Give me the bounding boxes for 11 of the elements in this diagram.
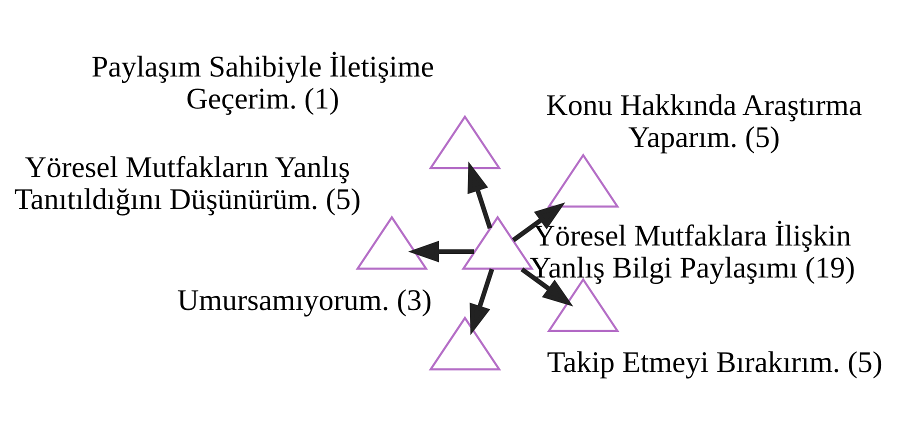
node-label: Paylaşım Sahibiyle İletişime Geçerim. (1) — [91, 50, 434, 116]
arrow — [408, 240, 474, 262]
node-label: Konu Hakkında Araştırma Yaparım. (5) — [546, 88, 862, 154]
arrow — [470, 268, 494, 336]
node-label: Yöresel Mutfaklara İlişkin Yanlış Bilgi Paylaşımı (19) — [530, 220, 856, 285]
arrow — [520, 267, 574, 307]
arrow — [512, 202, 566, 242]
node-label: Umursamıyorum. (3) — [177, 284, 432, 317]
node-label: Yöresel Mutfakların Yanlış Tanıtıldığını Düşünürüm. (5) — [14, 151, 361, 216]
arrow — [468, 161, 492, 229]
node-label: Takip Etmeyi Bırakırım. (5) — [547, 346, 882, 379]
